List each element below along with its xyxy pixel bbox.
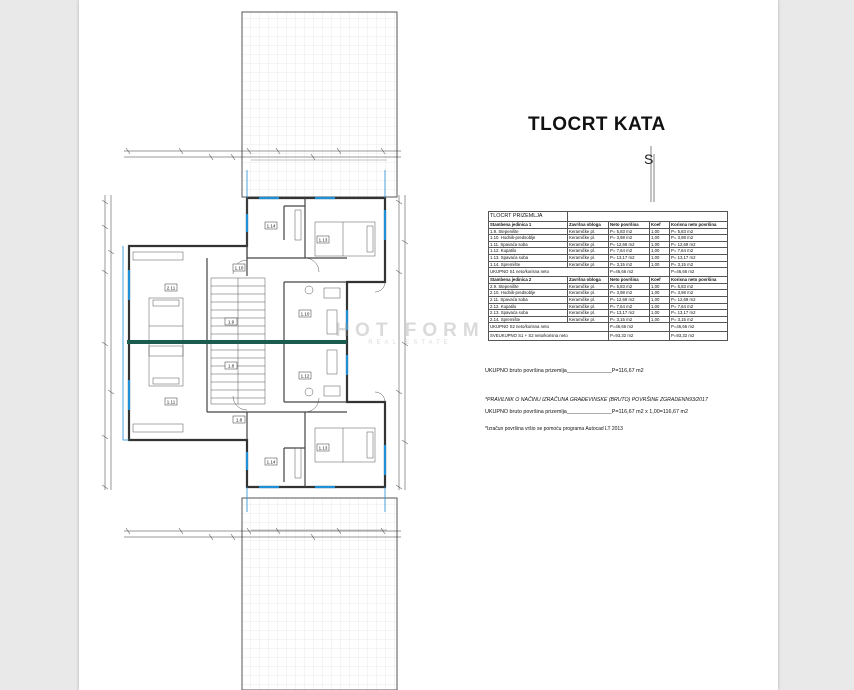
drawing-sheet: 1.14 1.13 1.10 2.11 1.9 1.10 1.8 1.12 1.… [79,0,778,690]
drawing-title: TLOCRT KATA [528,114,666,135]
room-label: 1.13 [319,238,328,243]
table-header-row: Stambena jedinica 2 Završna obloga Neto … [488,276,728,284]
area-table: TLOCRT PRIZEMLJA Stambena jedinica 1 Zav… [488,211,728,342]
table-caption-row: TLOCRT PRIZEMLJA [488,211,728,222]
room-label: 1.9 [228,320,235,325]
table-grand-total-row: SVEUKUPNO S1 + S2 neto/korisna neto P=93… [488,331,728,342]
table-caption: TLOCRT PRIZEMLJA [488,211,568,222]
room-label: 1.8 [228,364,235,369]
table-header-row: Stambena jedinica 1 Završna obloga Neto … [488,221,728,229]
room-label: 1.13 [319,446,328,451]
windows [127,196,387,489]
table-total-row: UKUPNO S1 neto/korisna neto P=46,66 m2 P… [488,267,728,278]
north-arrow-icon: S [644,146,655,202]
regulation-note: *PRAVILNIK O NAČINU IZRAČUNA GRAĐEVINSKE… [485,397,708,403]
dimension-lines [101,147,409,541]
gross-area-calc-note: UKUPNO bruto površina prizemlja_________… [485,409,688,415]
terrace-top [241,11,398,198]
room-label: 1.10 [235,266,244,271]
room-label: 1.8 [236,418,243,423]
furniture [132,209,386,479]
room-label: 1.14 [267,224,276,229]
room-label: 2.11 [167,286,176,291]
table-total-row: UKUPNO S2 neto/korisna neto P=46,66 m2 P… [488,322,728,333]
room-label: 1.12 [301,374,310,379]
software-note: *Izračun površina vršio se pomoću progra… [485,426,623,432]
north-label: S [644,151,653,167]
room-labels: 1.14 1.13 1.10 2.11 1.9 1.10 1.8 1.12 1.… [164,221,330,466]
terrace-bottom [241,497,398,690]
room-label: 1.11 [167,400,176,405]
room-label: 1.14 [267,460,276,465]
room-label: 1.10 [301,312,310,317]
gross-area-note: UKUPNO bruto površina prizemlja_________… [485,368,644,374]
floor-plan: 1.14 1.13 1.10 2.11 1.9 1.10 1.8 1.12 1.… [101,11,409,690]
